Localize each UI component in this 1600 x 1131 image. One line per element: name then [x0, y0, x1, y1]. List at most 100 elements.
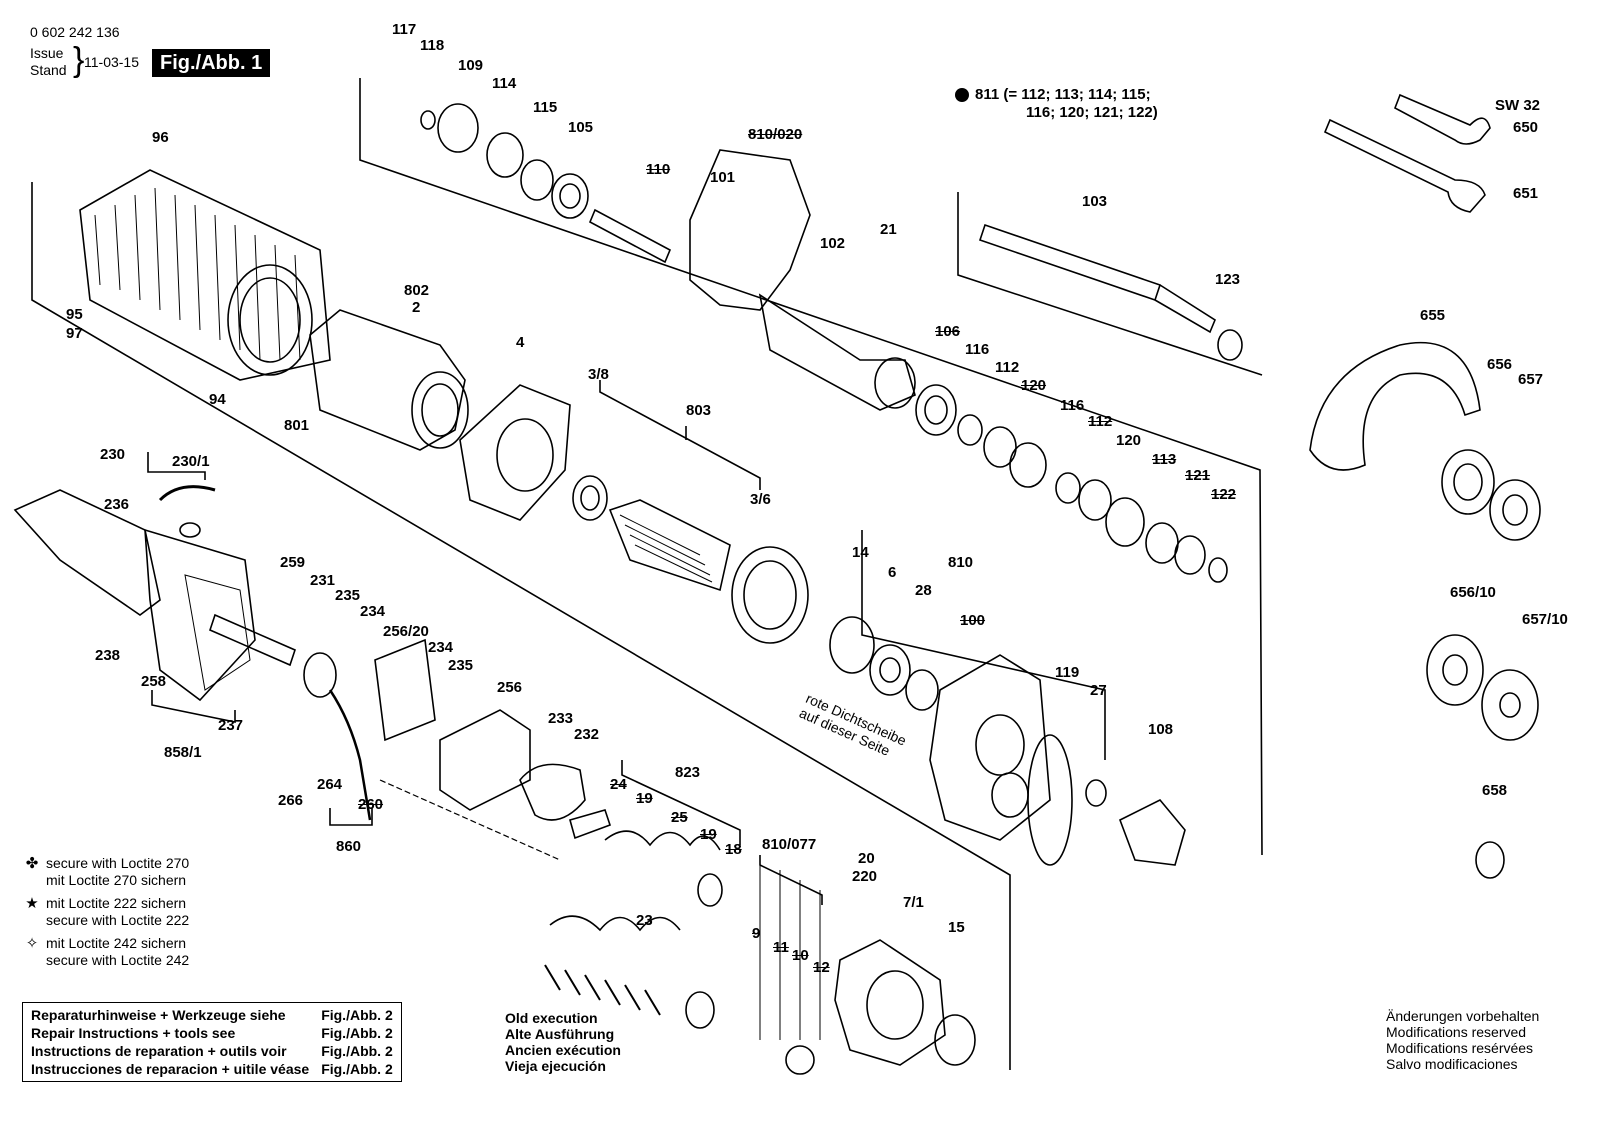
part-label: 15 — [948, 919, 965, 936]
legend-text: secure with Loctite 242 — [46, 952, 190, 968]
part-label: 6 — [888, 564, 897, 581]
modifications-note: Änderungen vorbehalten Modifications res… — [1386, 1008, 1539, 1072]
part-label: 7/1 — [903, 894, 924, 911]
part-label: 14 — [852, 544, 869, 561]
brace-symbol: } — [73, 41, 85, 79]
part-label: 234 — [428, 639, 454, 656]
part-label: 105 — [568, 119, 594, 136]
part-label: 94 — [209, 391, 226, 408]
part-label: 231 — [310, 572, 336, 589]
part-label: 109 — [458, 57, 484, 74]
part-label: 25 — [671, 809, 688, 826]
part-label: SW 32 — [1495, 97, 1541, 114]
kit-811-line2: 116; 120; 121; 122) — [1026, 104, 1158, 121]
table-row: Repair Instructions + tools see Fig./Abb.… — [25, 1024, 399, 1042]
part-label: 810/020 — [748, 126, 803, 143]
part-label: 256/20 — [383, 623, 429, 640]
part-label: 120 — [1116, 432, 1142, 449]
part-label: 810 — [948, 554, 974, 571]
part-label: 810/077 — [762, 836, 817, 853]
part-label: 112 — [995, 359, 1020, 376]
part-label: 116 — [965, 341, 990, 358]
part-label: 651 — [1513, 185, 1539, 202]
part-label: 108 — [1148, 721, 1174, 738]
part-label: 9 — [752, 925, 761, 942]
part-label: 260 — [358, 796, 384, 813]
part-label: 106 — [935, 323, 961, 340]
part-label: 236 — [104, 496, 130, 513]
old-execution-line: Vieja ejecución — [505, 1058, 606, 1074]
part-label: 122 — [1211, 486, 1237, 503]
part-label: 20 — [858, 850, 875, 867]
table-row: Instructions de reparation + outils voir… — [25, 1042, 399, 1060]
part-label: 114 — [492, 75, 517, 92]
part-label: 235 — [448, 657, 474, 674]
part-label: 117 — [392, 21, 417, 38]
kit-bullet-icon — [955, 88, 969, 102]
part-label: 121 — [1185, 467, 1211, 484]
part-label: 110 — [646, 161, 671, 178]
part-label: 96 — [152, 129, 169, 146]
repair-text: Instructions de reparation + outils voir — [31, 1043, 287, 1059]
part-label: 264 — [317, 776, 343, 793]
legend-text: mit Loctite 270 sichern — [46, 872, 187, 888]
part-label: 656 — [1487, 356, 1513, 373]
part-number: 0 602 242 136 — [30, 24, 120, 40]
old-execution-line: Alte Ausführung — [505, 1026, 615, 1042]
part-label: 650 — [1513, 119, 1539, 136]
part-label: 100 — [960, 612, 986, 629]
figure-label: Fig./Abb. 1 — [152, 49, 271, 77]
issue-label: Issue — [30, 45, 64, 61]
part-label: 3/6 — [750, 491, 771, 508]
part-label: 113 — [1152, 451, 1177, 468]
part-label: 97 — [66, 325, 83, 342]
part-label: 3/8 — [588, 366, 609, 383]
part-label: 28 — [915, 582, 932, 599]
repair-ref: Fig./Abb. 2 — [321, 1025, 393, 1041]
part-label: 823 — [675, 764, 701, 781]
part-label: 102 — [820, 235, 846, 252]
part-label: 2 — [412, 299, 421, 316]
part-label: 95 — [66, 306, 83, 323]
repair-text: Instrucciones de reparacion + uitile véa… — [31, 1061, 310, 1077]
legend-text: mit Loctite 222 sichern — [46, 895, 187, 911]
star-outline-icon: ✧ — [25, 935, 39, 952]
repair-text: Reparaturhinweise + Werkzeuge siehe — [31, 1007, 286, 1023]
part-label: 18 — [725, 841, 742, 858]
repair-ref: Fig./Abb. 2 — [321, 1007, 393, 1023]
part-label: 120 — [1021, 377, 1047, 394]
repair-text: Repair Instructions + tools see — [31, 1025, 236, 1041]
part-label: 235 — [335, 587, 361, 604]
part-label: 234 — [360, 603, 386, 620]
part-label: 118 — [420, 37, 445, 54]
part-label: 21 — [880, 221, 897, 238]
part-label: 27 — [1090, 682, 1107, 699]
table-row: Instrucciones de reparacion + uitile véa… — [25, 1060, 399, 1078]
part-label: 232 — [574, 726, 600, 743]
repair-ref: Fig./Abb. 2 — [321, 1061, 393, 1077]
old-execution-line: Old execution — [505, 1010, 598, 1026]
part-label: 237 — [218, 717, 244, 734]
part-label: 119 — [1055, 664, 1080, 681]
part-label: 101 — [710, 169, 736, 186]
part-label: 655 — [1420, 307, 1446, 324]
clover-icon: ✤ — [25, 855, 39, 872]
stand-label: Stand — [30, 62, 67, 78]
part-label: 258 — [141, 673, 167, 690]
part-label: 658 — [1482, 782, 1508, 799]
part-label: 23 — [636, 912, 653, 929]
legend-text: secure with Loctite 222 — [46, 912, 190, 928]
repair-ref: Fig./Abb. 2 — [321, 1043, 393, 1059]
table-row: Reparaturhinweise + Werkzeuge siehe Fig./… — [25, 1006, 399, 1024]
part-label: 112 — [1088, 413, 1113, 430]
kit-811-line1: 811 (= 112; 113; 114; 115; — [975, 86, 1151, 103]
modifications-line: Modifications resérvées — [1386, 1040, 1534, 1056]
legend-text: secure with Loctite 270 — [46, 855, 190, 871]
part-label: 12 — [813, 959, 830, 976]
part-label: 230 — [100, 446, 126, 463]
